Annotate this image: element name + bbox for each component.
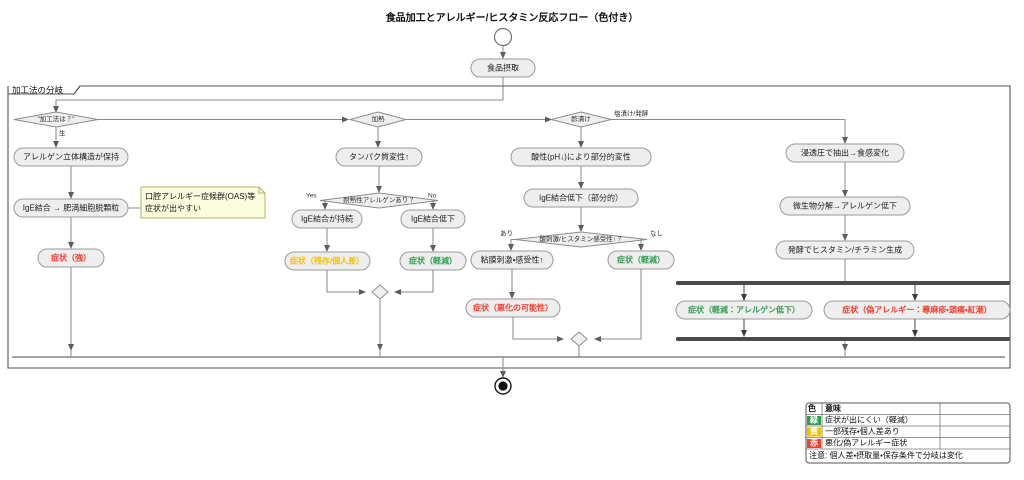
edge-label-salt-ferment: 塩漬け/発酵 xyxy=(614,109,649,118)
merge-acid xyxy=(570,331,588,347)
legend-swatch-yellow-label: 黄 xyxy=(810,426,818,436)
legend-swatch-red xyxy=(807,439,821,448)
decision-vinegar-label: 酢漬け xyxy=(571,114,591,123)
fork-bar-ferment xyxy=(676,281,1010,285)
node-acid-ige-down-label: IgE結合低下（部分的） xyxy=(539,193,623,203)
legend-box xyxy=(805,402,1011,464)
edge-label-heat-yes: Yes xyxy=(306,193,317,200)
node-heat-denature-label: タンパク質変性↑ xyxy=(349,152,409,162)
node-ferment-result-pseudo-label: 症状（偽アレルギー：蕁麻疹・頭痛・紅潮） xyxy=(842,305,991,315)
node-acid-mucosa-label: 粘膜刺激・感受性↑ xyxy=(481,255,544,265)
node-ferment-microbial-label: 微生物分解→アレルゲン低下 xyxy=(793,201,897,211)
node-ferment-histamine-label: 発酵でヒスタミン/チラミン生成 xyxy=(788,245,902,255)
legend-meaning-red: 悪化/偽アレルギー症状 xyxy=(825,438,907,448)
legend-meaning-yellow: 一部残存・個人差あり xyxy=(825,426,900,436)
decision-acid-sensitivity[interactable] xyxy=(514,231,648,248)
node-acid-denature-label: 酸性(pH↓)により部分的変性 xyxy=(531,152,630,162)
node-acid-result-mild-label: 症状（軽減） xyxy=(617,255,665,265)
start-circle xyxy=(493,27,513,47)
node-ferment-result-pseudo[interactable] xyxy=(823,300,1011,320)
node-heat-ige-persist-label: IgE結合が持続 xyxy=(301,214,353,224)
legend-swatch-green xyxy=(807,416,821,425)
node-heat-ige-down-label: IgE結合低下 xyxy=(411,214,455,224)
decision-heatstable-allergen-label: 耐熱性アレルゲンあり？ xyxy=(343,195,415,204)
note-oas xyxy=(140,186,266,219)
note-oas-line2: 症状が出やすい xyxy=(145,203,201,213)
node-raw-result-label: 症状（強） xyxy=(51,253,91,263)
merge-heat xyxy=(371,284,389,300)
legend-header-color: 色 xyxy=(807,403,816,413)
legend-swatch-yellow xyxy=(807,427,821,437)
note-oas-line1: 口腔アレルギー症候群(OAS)等 xyxy=(145,191,255,201)
node-heat-result-mild-label: 症状（軽減） xyxy=(409,256,457,266)
node-acid-result-worse-label: 症状（悪化の可能性） xyxy=(473,303,553,313)
end-bullseye-center xyxy=(498,381,508,391)
node-raw-ige-label: IgE結合 → 肥満細胞脱顆粒 xyxy=(23,203,119,213)
edge-label-raw: 生 xyxy=(59,129,66,138)
diagram-title: 食品加工とアレルギー/ヒスタミン反応フロー（色付き） xyxy=(386,11,639,24)
edge-label-heat-no: No xyxy=(428,193,437,200)
decision-processing-method-label: "加工法は？" xyxy=(37,114,75,123)
legend-meaning-green: 症状が出にくい（軽減） xyxy=(825,415,913,425)
legend-swatch-red-label: 赤 xyxy=(809,438,818,448)
edge-label-acid-yes: あり xyxy=(500,230,513,238)
node-heat-result-residual-label: 症状（残存/個人差） xyxy=(290,256,364,266)
node-raw-structure-label: アレルゲン立体構造が保持 xyxy=(23,152,119,162)
decision-heatstable-allergen[interactable] xyxy=(319,192,439,209)
legend-header-meaning: 意味 xyxy=(825,403,841,413)
legend-footer-note: 注意: 個人差・摂取量・保存条件で分岐は変化 xyxy=(809,450,963,460)
partition-frame xyxy=(7,85,1011,369)
node-ferment-osmosis-label: 浸透圧で抽出→食感変化 xyxy=(801,148,889,158)
join-bar-ferment xyxy=(676,337,1010,341)
node-intake-label: 食品摂取 xyxy=(487,63,519,73)
edge-label-acid-no: なし xyxy=(650,230,663,238)
decision-heat-label: 加熱 xyxy=(372,114,386,123)
partition-label: 加工法の分岐 xyxy=(12,85,64,95)
node-ferment-result-mild-label: 症状（軽減：アレルゲン低下） xyxy=(688,305,800,315)
legend-swatch-green-label: 緑 xyxy=(809,415,819,425)
decision-acid-sensitivity-label: 酸刺激/ヒスタミン感受性↑？ xyxy=(539,234,622,243)
